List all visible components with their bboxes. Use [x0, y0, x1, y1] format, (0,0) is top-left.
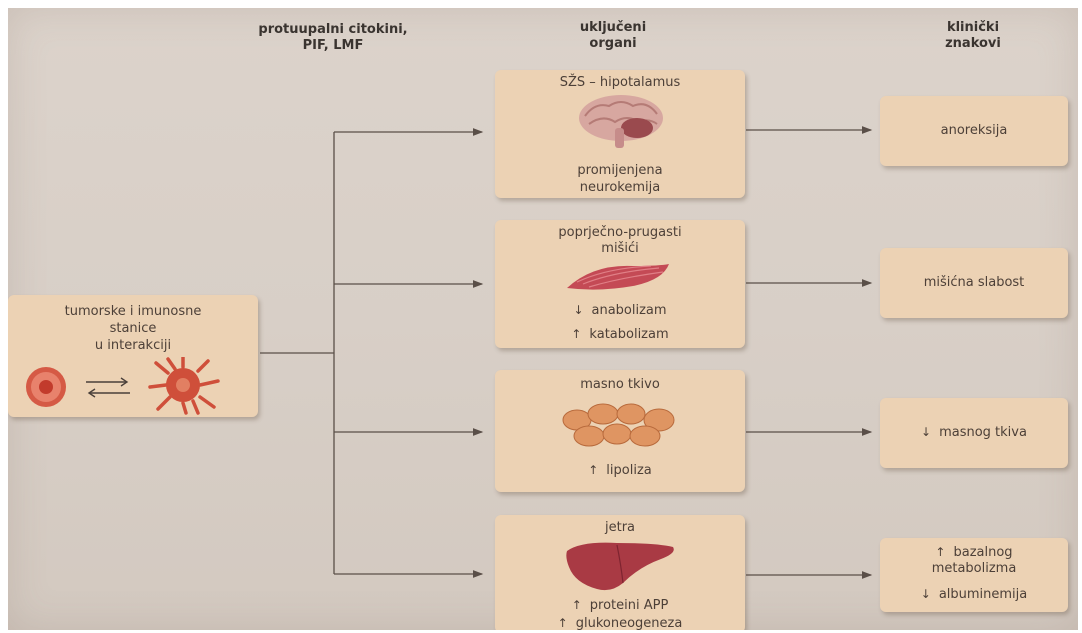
organ-box-brain: SŽS – hipotalamus promijenjena neurokemi… [495, 70, 745, 198]
brain-title: SŽS – hipotalamus [559, 75, 681, 90]
immune-cell-icon [148, 357, 220, 415]
sign-metab1: bazalnog [935, 545, 1012, 560]
sign-box-fat-loss: masnog tkiva [880, 398, 1068, 468]
fat-tissue-icon [562, 403, 675, 447]
sign-albumin: albuminemija [921, 587, 1028, 602]
brain-line1: promijenjena [577, 163, 663, 178]
sign-weakness: mišićna slabost [923, 275, 1025, 290]
source-line3: u interakciji [94, 338, 172, 353]
muscle-title2: mišići [601, 241, 639, 256]
header-cytokines: protuupalni citokini, PIF, LMF [258, 22, 408, 53]
liver-up1-label: proteini APP [572, 598, 669, 613]
header-signs: klinički znakovi [945, 20, 1001, 51]
muscle-up-label: katabolizam [571, 327, 668, 342]
source-line1: tumorske i imunosne [64, 304, 202, 319]
diagram-canvas: protuupalni citokini, PIF, LMF uključeni… [8, 8, 1078, 630]
sign-box-weakness: mišićna slabost [880, 248, 1068, 318]
connector-lines [260, 126, 873, 579]
liver-icon [566, 542, 674, 591]
exchange-arrows-icon [86, 377, 130, 398]
organ-box-muscle: poprječno-prugasti mišići anabolizam kat… [495, 220, 745, 348]
fat-up-label: lipoliza [588, 463, 652, 478]
source-line2: stanice [109, 321, 157, 336]
tumor-cell-icon [26, 367, 66, 407]
sign-box-anorexia: anoreksija [880, 96, 1068, 166]
liver-up2-label: glukoneogeneza [558, 616, 683, 630]
muscle-icon [567, 264, 669, 290]
fat-title: masno tkivo [580, 377, 660, 392]
sign-box-metabolism: bazalnog metabolizma albuminemija [880, 538, 1068, 612]
liver-title: jetra [604, 520, 636, 535]
organ-box-liver: jetra proteini APP glukoneogeneza [495, 515, 745, 630]
muscle-down-label: anabolizam [573, 303, 666, 318]
brain-icon [579, 95, 663, 148]
organ-box-fat: masno tkivo lipoliza [495, 370, 745, 492]
sign-anorexia: anoreksija [940, 123, 1008, 138]
muscle-title1: poprječno-prugasti [558, 225, 682, 240]
sign-fat: masnog tkiva [921, 425, 1027, 440]
header-organs: uključeni organi [579, 20, 647, 51]
sign-metab2: metabolizma [931, 561, 1017, 576]
source-box: tumorske i imunosne stanice u interakcij… [8, 295, 258, 417]
brain-line2: neurokemija [579, 180, 661, 195]
